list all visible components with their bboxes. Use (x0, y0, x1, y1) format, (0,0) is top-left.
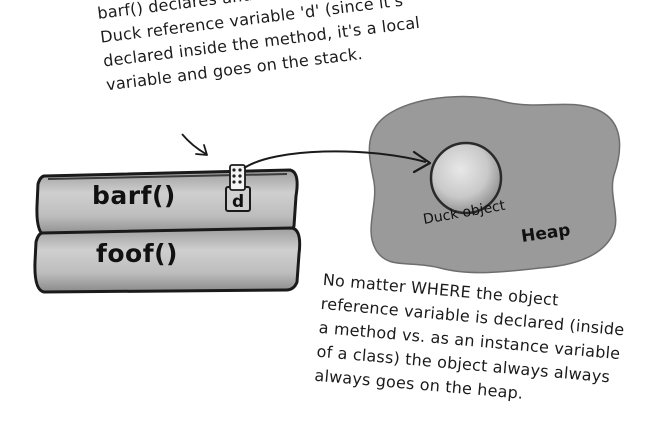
reference-variable-label: d (232, 192, 244, 212)
reference-arrow (243, 150, 427, 169)
stack-frame-foof (33, 226, 302, 294)
note-pointer-arrowhead (195, 144, 208, 156)
reference-variable-d: d (225, 164, 251, 212)
stack-frame-foof-label: foof() (96, 239, 178, 268)
stack-frame-barf-label: barf() (92, 181, 176, 210)
duck-object-ball (429, 141, 503, 215)
note-pointer-arrow (181, 133, 207, 155)
reference-arrowhead (412, 150, 432, 174)
